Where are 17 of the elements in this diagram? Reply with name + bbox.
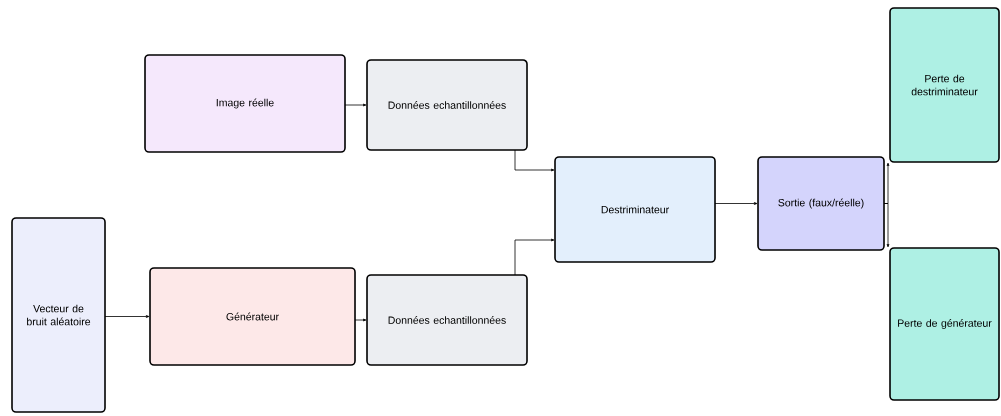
loss-box: Perte de générateur: [889, 247, 1000, 401]
input-box: Vecteur de bruit aléatoire: [11, 217, 106, 413]
process-box: Générateur: [149, 267, 356, 366]
discriminator-box: Destriminateur: [554, 156, 716, 263]
arrow: [354, 318, 367, 322]
loss-box: Perte de destriminateur: [889, 7, 1000, 163]
arrow: [714, 202, 758, 205]
arrow: [514, 149, 555, 172]
arrow: [883, 162, 890, 204]
process-box: Données echantillonnées: [366, 59, 528, 151]
arrow: [514, 238, 555, 276]
arrow: [883, 203, 890, 248]
process-box: Image réelle: [144, 54, 346, 153]
arrow: [344, 103, 367, 107]
arrow: [104, 315, 150, 318]
process-box: Données echantillonnées: [366, 274, 528, 366]
output-box: Sortie (faux/réelle): [757, 156, 885, 251]
